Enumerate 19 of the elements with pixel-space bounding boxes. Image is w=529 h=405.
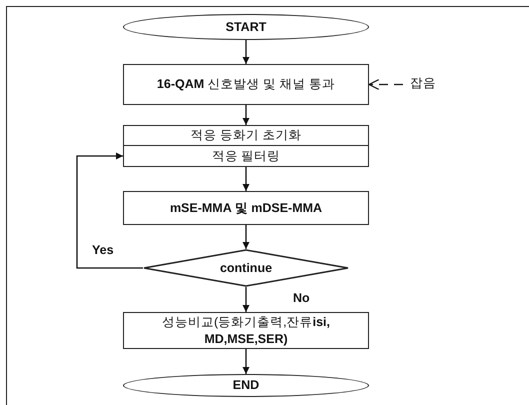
edge-label: Yes — [92, 243, 114, 257]
decision-text: continue — [220, 260, 272, 276]
process-box: mSE-MMA 및 mDSE-MMA — [123, 191, 369, 225]
process-box: 16-QAM 신호발생 및 채널 통과 — [123, 64, 369, 105]
note-text: 잡음 — [405, 74, 441, 92]
dashed-arrow — [368, 78, 403, 90]
arrow — [76, 152, 143, 269]
terminal-oval: START — [123, 14, 369, 40]
terminal-oval: END — [123, 374, 369, 397]
process-box: 적응 등화기 초기화 — [123, 125, 369, 146]
arrow — [242, 167, 250, 191]
arrow — [242, 225, 250, 249]
process-box: 성능비교(등화기출력,잔류isi, MD,MSE,SER) — [123, 312, 369, 349]
arrow — [242, 105, 250, 125]
process-box: 적응 필터링 — [123, 145, 369, 167]
arrow — [242, 349, 250, 374]
edge-label: No — [293, 291, 310, 305]
arrow — [242, 287, 250, 312]
arrow — [242, 40, 250, 64]
